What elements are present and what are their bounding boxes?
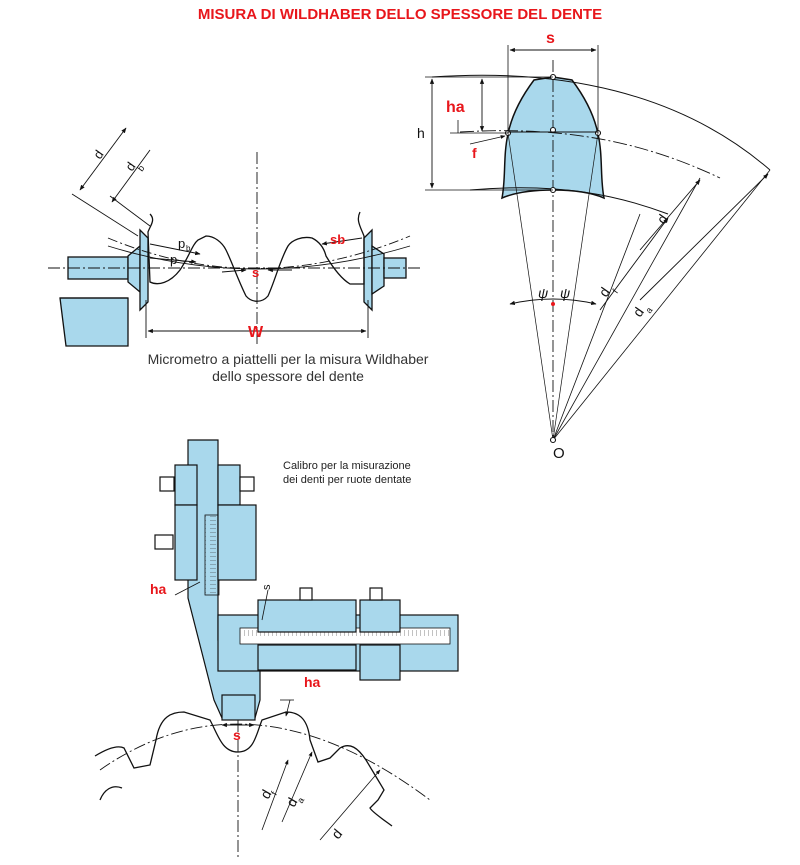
cal-label-s-bar: s (261, 584, 273, 590)
micro-label-W: W (248, 324, 264, 341)
caliper-caption: Calibro per la misurazione dei denti per… (283, 459, 463, 487)
geo-label-h: h (417, 125, 425, 141)
geo-label-psi2: ψ (560, 285, 570, 301)
micrometer-diagram (48, 127, 420, 347)
geo-label-df: d (595, 284, 613, 300)
page-title: MISURA DI WILDHABER DELLO SPESSORE DEL D… (197, 6, 603, 23)
micro-label-sb: sb (330, 232, 345, 247)
micro-label-pb: p (178, 236, 185, 251)
micro-label-p: p (170, 252, 177, 267)
geo-label-d: d (653, 211, 671, 227)
micrometer-caption-line1: Micrometro a piattelli per la misura Wil… (147, 351, 429, 367)
micro-label-d: d (90, 147, 106, 162)
micrometer-left-anvil (59, 228, 149, 347)
cal-label-s: s (233, 727, 241, 743)
micro-label-pb-sub: b (186, 244, 191, 253)
micrometer-caption: Micrometro a piattelli per la misura Wil… (88, 351, 488, 385)
geo-label-O: O (553, 445, 565, 462)
caliper-gear (94, 581, 431, 860)
cal-label-df-sub: f (269, 789, 279, 797)
cal-label-ha-right: ha (304, 674, 321, 690)
geo-label-da-sub: a (643, 305, 654, 315)
cal-label-d: d (328, 826, 345, 842)
caliper-diagram (154, 439, 459, 721)
cal-label-ha-left: ha (150, 581, 167, 597)
micro-label-db-sub: b (135, 163, 146, 173)
caliper-caption-line1: Calibro per la misurazione (283, 460, 411, 472)
geo-label-ha: ha (446, 99, 465, 116)
geo-label-f: f (472, 145, 477, 161)
micrometer-gear-teeth (147, 211, 365, 302)
micrometer-right-anvil (363, 228, 407, 312)
cal-label-da-sub: a (295, 796, 306, 805)
tooth-geometry-diagram (425, 45, 771, 444)
micrometer-labels: d d b p b p sb s W (90, 147, 345, 341)
micrometer-caption-line2: dello spessore del dente (212, 368, 364, 384)
geo-label-s: s (546, 30, 555, 47)
geo-label-df-sub: f (610, 287, 620, 295)
caliper-caption-line2: dei denti per ruote dentate (283, 474, 412, 486)
micro-label-s: s (252, 265, 259, 280)
geo-label-psi1: ψ (538, 285, 548, 301)
